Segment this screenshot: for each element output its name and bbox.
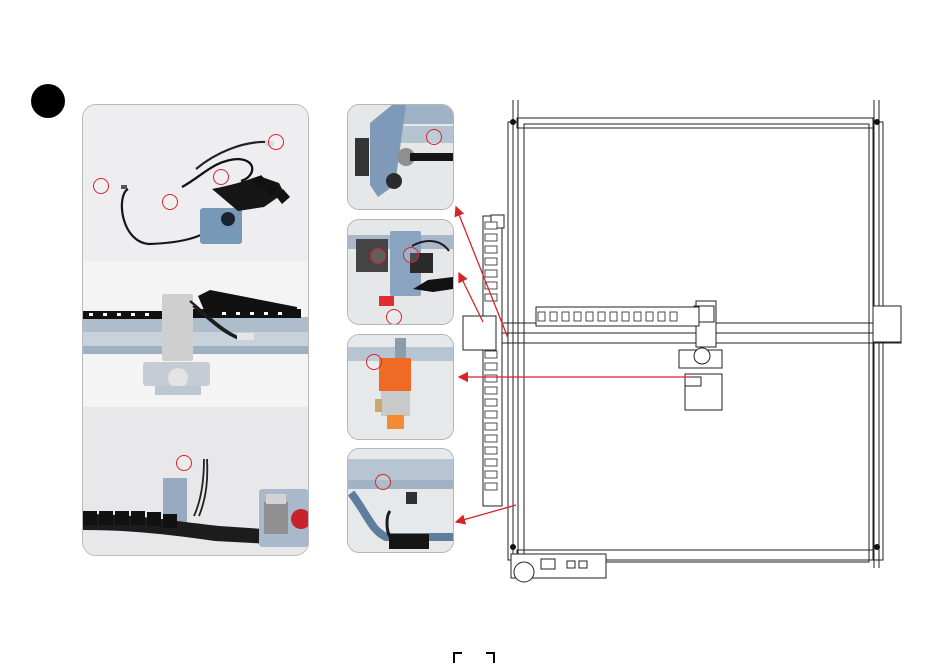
right-rear-motor-thumbnail: [347, 104, 454, 210]
callout-8: [370, 248, 386, 264]
callout-10: [386, 309, 402, 325]
callout-9: [403, 247, 419, 263]
wiring-photo-card: [82, 104, 309, 556]
callout-6: [176, 455, 192, 471]
drag-chain-cable-photo: [83, 407, 308, 555]
laser-head-thumbnail: [347, 334, 454, 440]
callout-1: [268, 134, 284, 150]
front-left-frame-thumbnail: [347, 448, 454, 553]
callout-arrows: [446, 195, 736, 535]
callout-4: [213, 169, 229, 185]
page-corner-mark: [452, 650, 496, 664]
cable-connector-photo: [83, 105, 308, 262]
step-marker: [31, 84, 65, 118]
callout-2: [93, 178, 109, 194]
callout-11: [366, 354, 382, 370]
callout-7: [426, 129, 442, 145]
callout-12: [375, 474, 391, 490]
callout-3: [162, 194, 178, 210]
x-axis-motor-thumbnail: [347, 219, 454, 325]
